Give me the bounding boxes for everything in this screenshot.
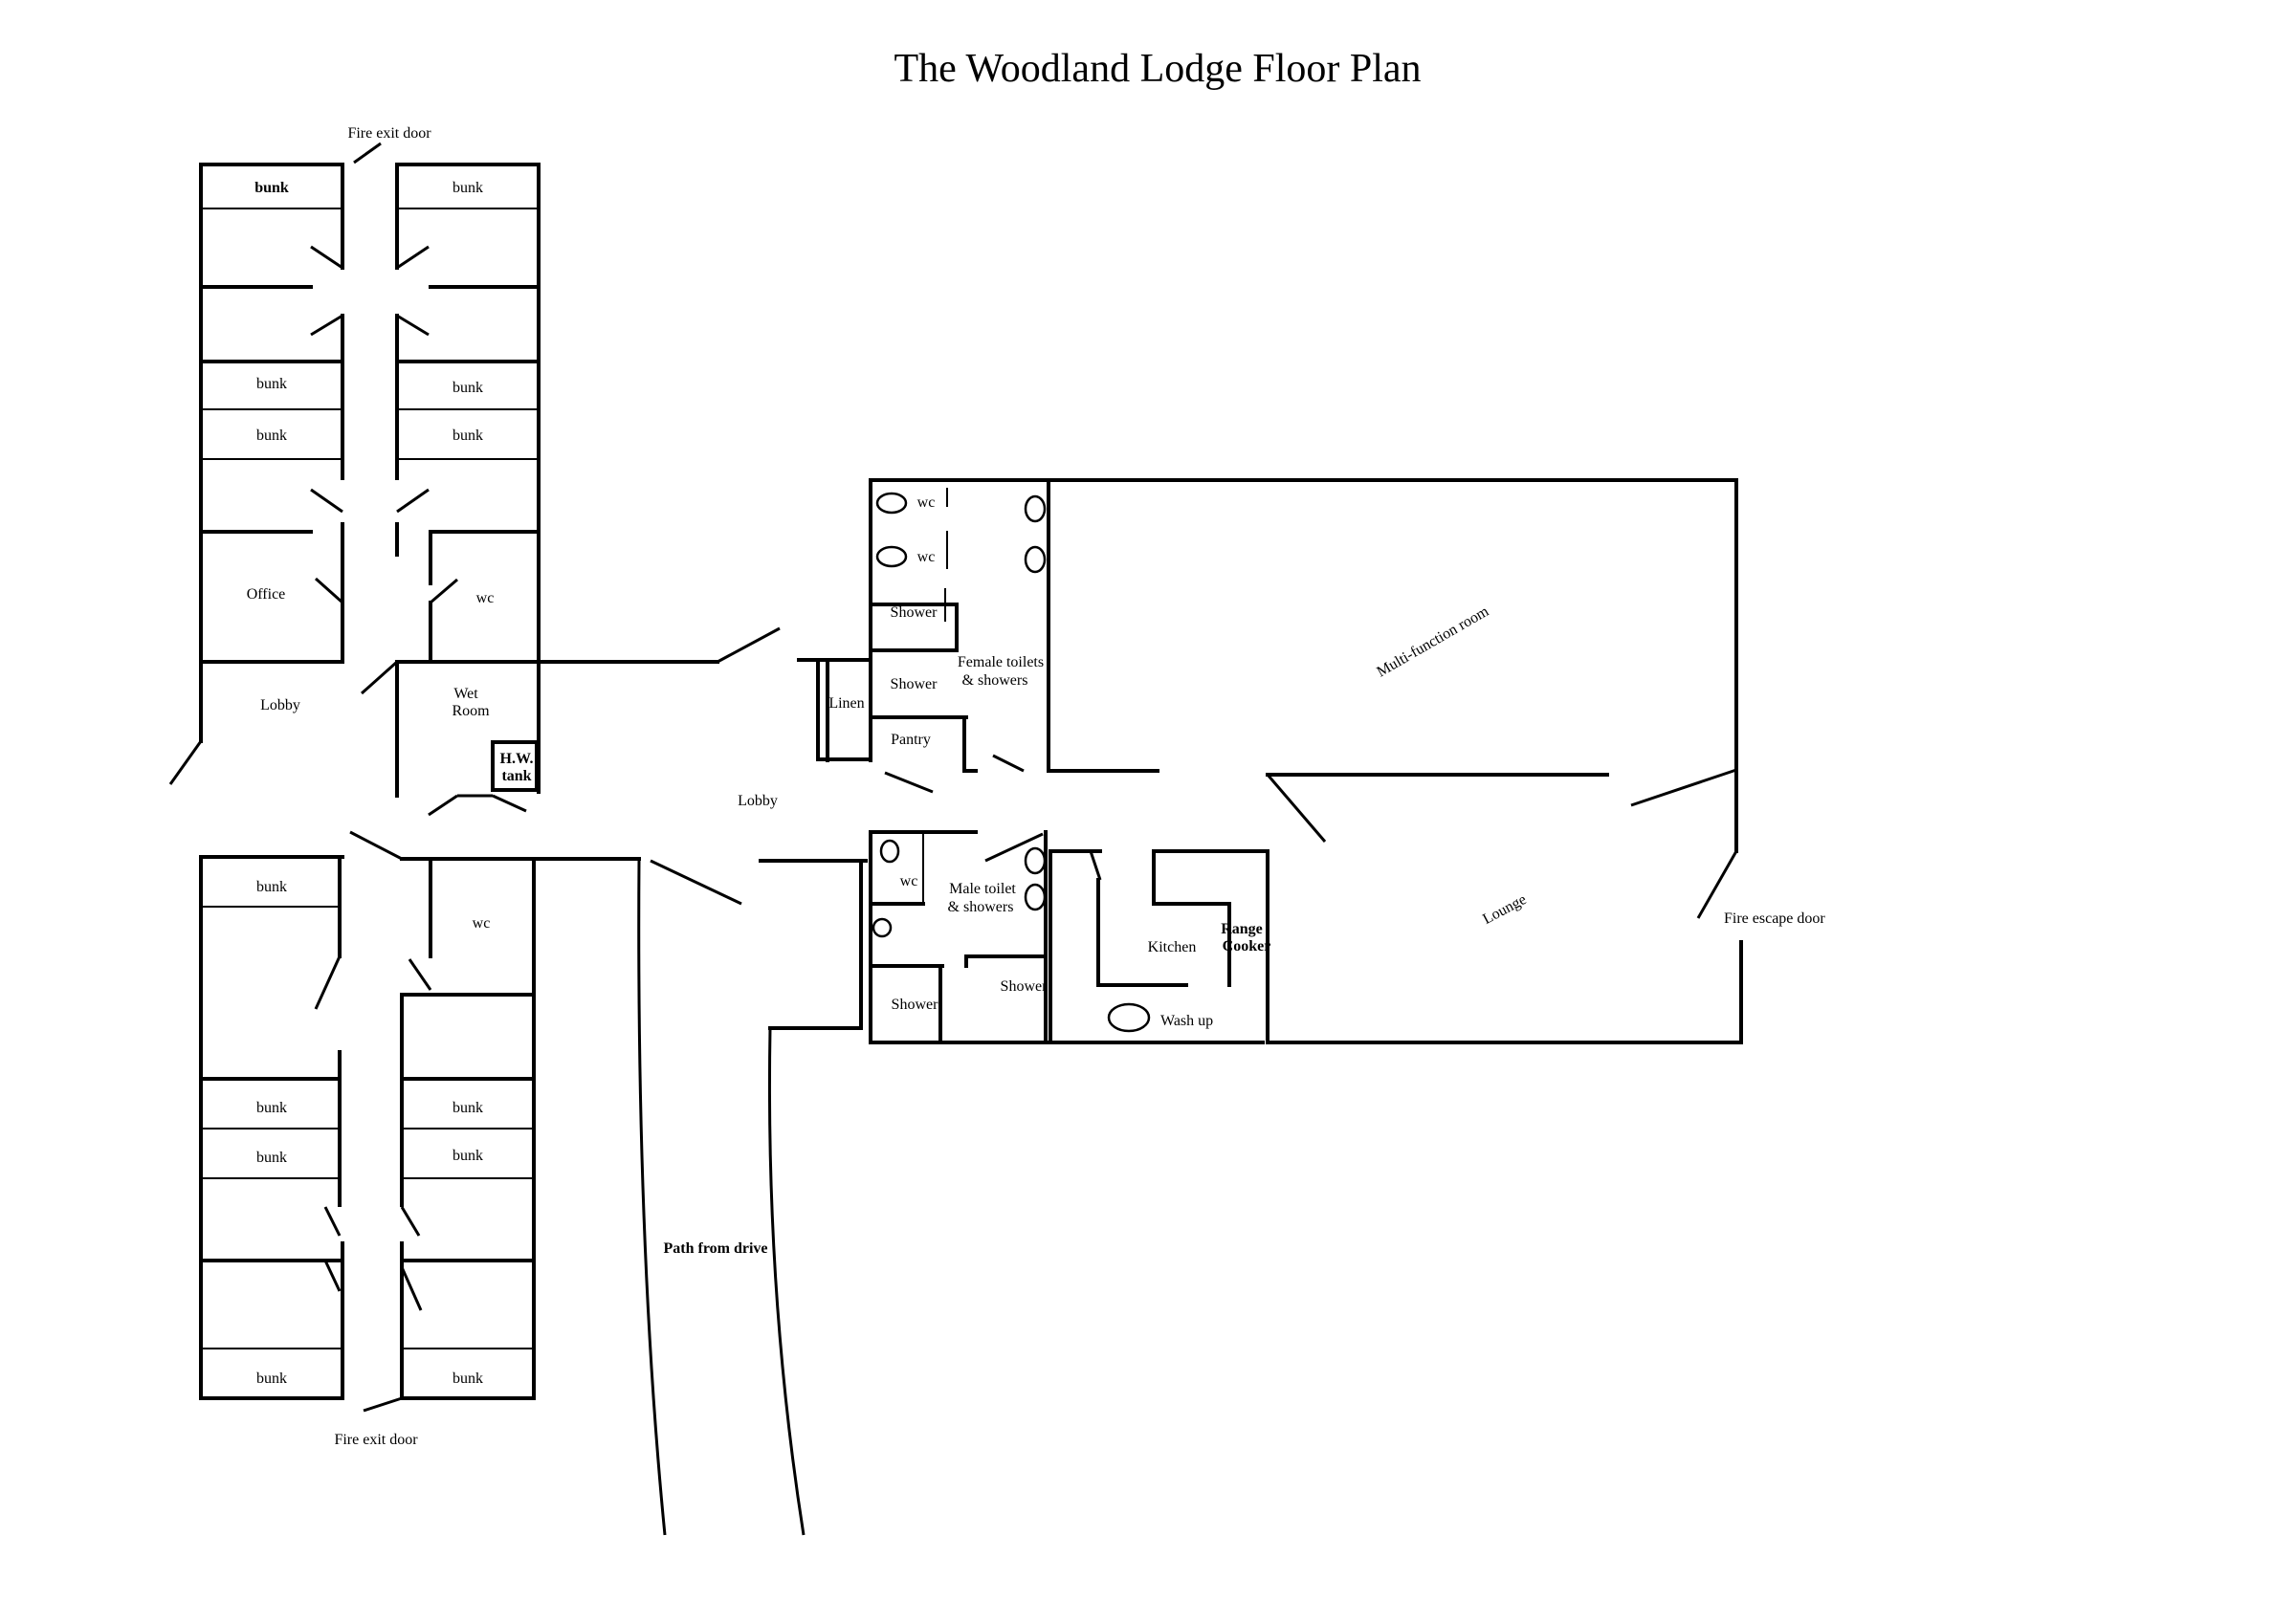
label-fire-exit-top: Fire exit door bbox=[347, 125, 431, 142]
basin-icon bbox=[872, 917, 893, 938]
label-wet-room-2: Room bbox=[452, 703, 490, 719]
bottom-fire-exit-door bbox=[363, 1396, 403, 1413]
sink-icon bbox=[1107, 1002, 1151, 1033]
label-range-1: Range bbox=[1221, 921, 1263, 937]
label-male-1: Male toilet bbox=[949, 881, 1016, 897]
toilet-icon bbox=[879, 839, 900, 864]
label-fire-escape: Fire escape door bbox=[1724, 910, 1825, 927]
label-bunk: bunk bbox=[453, 428, 483, 444]
label-lobby-central: Lobby bbox=[738, 793, 778, 809]
basin-icon bbox=[1024, 494, 1047, 523]
label-linen: Linen bbox=[828, 695, 864, 712]
label-wc-female-2: wc bbox=[917, 549, 936, 565]
label-bunk: bunk bbox=[453, 180, 483, 196]
path-from-drive bbox=[637, 858, 863, 1536]
basin-icon bbox=[1024, 883, 1047, 911]
label-bunk: bunk bbox=[256, 1100, 287, 1116]
main-hall-walls bbox=[1047, 478, 1743, 1044]
left-wing-walls bbox=[168, 142, 781, 1413]
label-shower-male-1: Shower bbox=[892, 997, 939, 1013]
fixtures bbox=[872, 492, 1151, 1033]
label-bunk: bunk bbox=[254, 180, 289, 196]
label-wc-lower: wc bbox=[473, 915, 491, 932]
label-wet-room-1: Wet bbox=[453, 686, 478, 702]
central-block-walls bbox=[797, 478, 1269, 1044]
label-path: Path from drive bbox=[663, 1240, 767, 1257]
label-shower-female-2: Shower bbox=[891, 676, 938, 692]
label-range-2: Cooker bbox=[1223, 938, 1271, 954]
label-female-2: & showers bbox=[962, 672, 1028, 689]
label-kitchen: Kitchen bbox=[1148, 939, 1197, 955]
label-multi-function: Multi-function room bbox=[1374, 603, 1491, 680]
label-shower-female-1: Shower bbox=[891, 604, 938, 621]
label-bunk: bunk bbox=[256, 879, 287, 895]
label-male-2: & showers bbox=[948, 899, 1014, 915]
label-bunk: bunk bbox=[453, 1100, 483, 1116]
label-wc-male: wc bbox=[900, 873, 918, 889]
toilet-icon bbox=[875, 545, 908, 568]
label-bunk: bunk bbox=[453, 1148, 483, 1164]
label-shower-male-2: Shower bbox=[1001, 978, 1049, 995]
lobby-side-door bbox=[168, 740, 203, 785]
label-bunk: bunk bbox=[256, 1150, 287, 1166]
label-lounge: Lounge bbox=[1480, 891, 1529, 928]
label-wc-upper: wc bbox=[476, 590, 495, 606]
room-labels: Fire exit door Fire exit door bunk bunk … bbox=[247, 125, 1826, 1448]
label-pantry: Pantry bbox=[891, 732, 931, 748]
hw-tank-box bbox=[491, 740, 539, 792]
label-wc-female-1: wc bbox=[917, 494, 936, 511]
label-office: Office bbox=[247, 586, 286, 603]
label-fire-exit-bottom: Fire exit door bbox=[334, 1432, 418, 1448]
label-lobby-left: Lobby bbox=[260, 697, 300, 713]
label-wash-up: Wash up bbox=[1160, 1013, 1213, 1029]
basin-icon bbox=[1024, 545, 1047, 574]
label-bunk: bunk bbox=[256, 376, 287, 392]
top-fire-exit-door bbox=[353, 142, 382, 164]
plan-title: The Woodland Lodge Floor Plan bbox=[894, 47, 1421, 91]
label-bunk: bunk bbox=[453, 380, 483, 396]
label-bunk: bunk bbox=[256, 428, 287, 444]
label-hw-tank-2: tank bbox=[501, 768, 531, 784]
basin-icon bbox=[1024, 846, 1047, 875]
toilet-icon bbox=[875, 492, 908, 515]
label-hw-tank-1: H.W. bbox=[500, 751, 534, 767]
label-bunk: bunk bbox=[453, 1371, 483, 1387]
label-bunk: bunk bbox=[256, 1371, 287, 1387]
label-female-1: Female toilets bbox=[958, 654, 1044, 670]
